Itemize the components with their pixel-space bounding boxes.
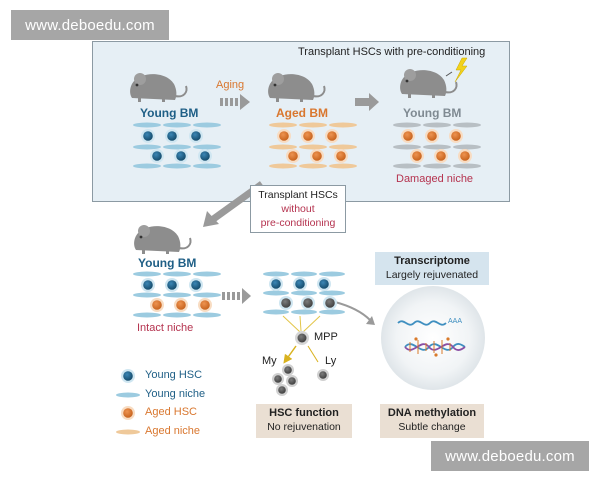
transcriptome-box: Transcriptome Largely rejuvenated [375, 252, 489, 285]
mpp-label: MPP [314, 331, 338, 343]
dna-methylation-box: DNA methylation Subtle change [380, 404, 484, 438]
myeloid-label: My [262, 355, 277, 367]
legend-young-hsc-icon [121, 369, 135, 383]
lightning-icon [445, 57, 468, 83]
lymphoid-cell-icon [317, 369, 329, 381]
aged-bm-niche [269, 122, 357, 169]
rna-polya-label: AAA [448, 318, 463, 325]
differentiation-lines [282, 315, 321, 364]
mixed-hsc-cells-bottom [141, 278, 212, 312]
preconditioning-panel [92, 41, 510, 202]
aging-arrow-icon [220, 94, 250, 110]
intact-niche-label: Intact niche [137, 322, 194, 334]
watermark-top: www.deboedu.com [11, 10, 169, 40]
mouse-young-icon [130, 73, 188, 102]
hsc-function-sub: No rejuvenation [267, 421, 341, 433]
damaged-niche [393, 122, 481, 169]
transplant-line1: Transplant HSCs [258, 189, 338, 201]
legend-aged-niche-icon [116, 429, 140, 435]
mouse-recipient-icon [134, 225, 192, 254]
transcriptome-circle [381, 286, 485, 390]
watermark-bottom: www.deboedu.com [431, 441, 589, 471]
transcriptome-title: Transcriptome [394, 255, 470, 267]
young-bm-label-top: Young BM [140, 106, 199, 120]
legend-young-hsc-label: Young HSC [145, 369, 203, 381]
young-hsc-cells-top [141, 129, 212, 163]
transplant-line2: without [281, 203, 315, 215]
lymphoid-label: Ly [325, 355, 337, 367]
bottom-dashed-arrow-icon [222, 288, 251, 304]
myeloid-cells-icon [272, 364, 298, 396]
aged-hsc-cells-damaged [401, 129, 472, 163]
mouse-aged-icon [268, 73, 326, 102]
legend-aged-niche-label: Aged niche [145, 425, 201, 437]
legend-aged-hsc-label: Aged HSC [145, 406, 197, 418]
aging-label: Aging [216, 79, 245, 91]
young-bm-niche-top [133, 122, 221, 169]
aged-hsc-cells-top [277, 129, 348, 163]
legend-young-niche-icon [116, 392, 140, 398]
young-bm-label-bottom: Young BM [138, 256, 197, 270]
dna-methylation-title: DNA methylation [387, 407, 477, 419]
young-bm-label-damaged: Young BM [403, 106, 462, 120]
mpp-cell-icon [295, 331, 309, 345]
legend-aged-hsc-icon [121, 406, 135, 420]
hybrid-hsc-cells [269, 277, 337, 310]
transplant-without-box: Transplant HSCs without pre-conditioning [250, 185, 346, 233]
hsc-function-title: HSC function [269, 407, 339, 419]
dna-helix-icon [404, 337, 466, 357]
damaged-niche-label: Damaged niche [396, 173, 474, 185]
young-bm-niche-bottom [133, 271, 221, 318]
legend-young-niche-label: Young niche [145, 388, 206, 400]
transplant-line3: pre-conditioning [260, 217, 336, 229]
aged-bm-label: Aged BM [276, 106, 328, 120]
hybrid-niche [263, 271, 345, 315]
panel-title: Transplant HSCs with pre-conditioning [298, 46, 486, 58]
rna-strand-icon [397, 320, 447, 326]
transplant-arrow-icon [355, 93, 379, 111]
mouse-irradiated-icon [400, 69, 458, 98]
hsc-function-box: HSC function No rejuvenation [256, 404, 352, 438]
transcriptome-sub: Largely rejuvenated [385, 269, 479, 281]
dna-methylation-sub: Subtle change [398, 421, 466, 433]
curved-arrow-icon [334, 301, 375, 325]
